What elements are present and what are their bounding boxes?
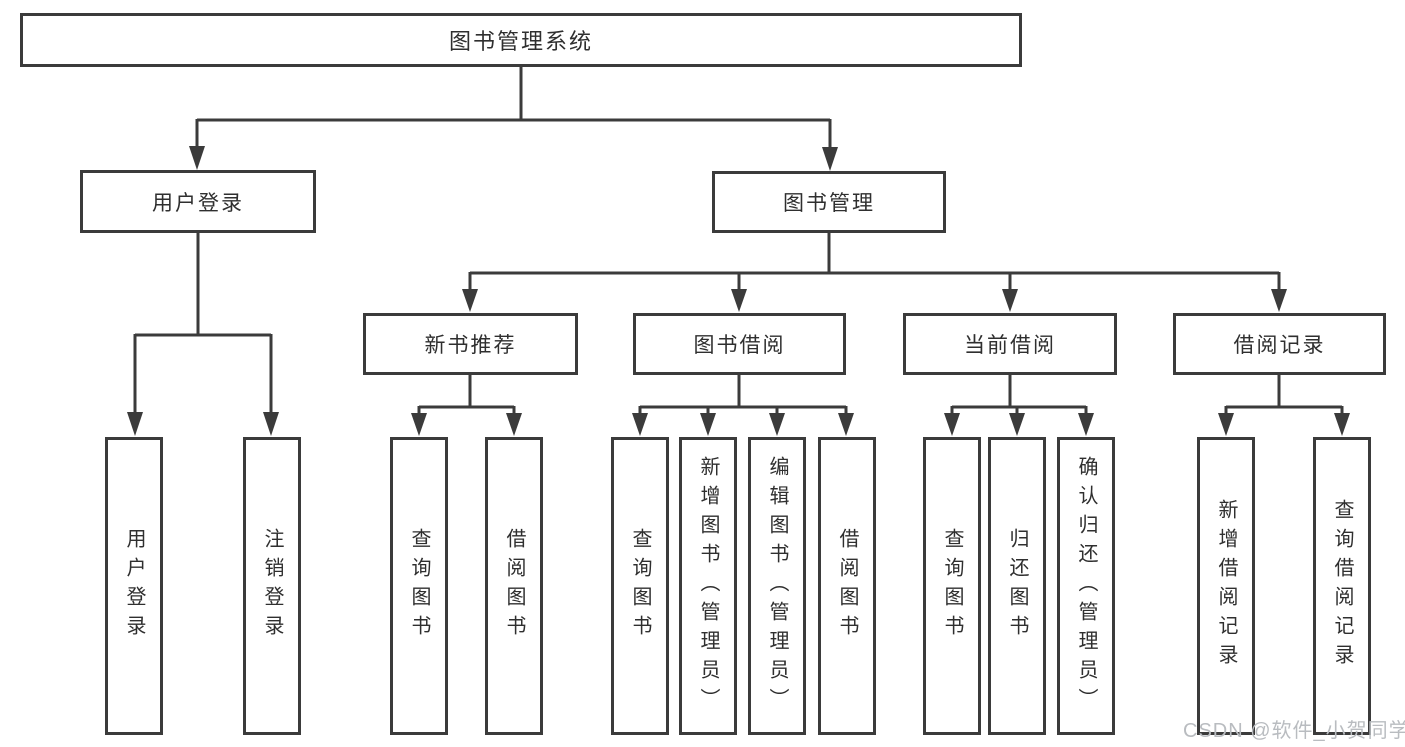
node-current-borrow-label: 当前借阅 [964,334,1056,357]
leaf-add-borrow-record-label: 新增借阅记录 [1215,499,1237,673]
leaf-query-books-current-label: 查询图书 [941,528,963,644]
leaf-query-books-recommend: 查询图书 [390,437,448,735]
connector-user-login-children [133,233,273,418]
leaf-return-books-label: 归还图书 [1006,528,1028,644]
leaf-logout-label: 注销登录 [261,528,283,644]
leaf-user-login: 用户登录 [105,437,163,735]
connector-root-to-level2 [195,67,832,150]
node-book-borrow-label: 图书借阅 [693,334,786,357]
connector-new-book-children [417,375,516,419]
leaf-borrow-books-label: 借阅图书 [836,528,858,644]
connector-book-borrow-children [638,375,848,419]
arrow-down-icon [189,146,205,170]
node-new-book-recommend-label: 新书推荐 [424,334,517,357]
leaf-confirm-return-admin: 确认归还（管理员） [1057,437,1115,735]
node-new-book-recommend: 新书推荐 [363,313,578,375]
connector-current-borrow-children [950,375,1088,419]
node-user-login-label: 用户登录 [152,191,244,215]
arrow-down-icon [263,412,279,436]
arrow-down-icon [506,413,522,436]
node-book-management: 图书管理 [712,171,946,233]
arrow-down-icon [1218,413,1234,436]
arrow-down-icon [769,413,785,436]
leaf-borrow-books-recommend-label: 借阅图书 [503,528,525,644]
arrow-down-icon [1002,289,1018,312]
leaf-query-books-recommend-label: 查询图书 [408,528,430,644]
leaf-user-login-label: 用户登录 [123,528,145,644]
leaf-confirm-return-admin-label: 确认归还（管理员） [1075,455,1097,717]
leaf-add-books-admin: 新增图书（管理员） [679,437,737,735]
leaf-add-borrow-record: 新增借阅记录 [1197,437,1255,735]
node-root-label: 图书管理系统 [448,29,593,54]
arrow-down-icon [838,413,854,436]
leaf-query-borrow-record: 查询借阅记录 [1313,437,1371,735]
arrowheads [127,146,1350,436]
leaf-logout: 注销登录 [243,437,301,735]
arrow-down-icon [822,147,838,171]
arrow-down-icon [411,413,427,436]
arrow-down-icon [127,412,143,436]
node-borrow-records-label: 借阅记录 [1233,334,1326,357]
leaf-return-books: 归还图书 [988,437,1046,735]
leaf-query-books-borrow-label: 查询图书 [629,528,651,644]
node-book-management-label: 图书管理 [783,192,875,215]
arrow-down-icon [1078,413,1094,436]
arrow-down-icon [731,289,747,312]
node-user-login: 用户登录 [80,170,316,233]
arrow-down-icon [632,413,648,436]
arrow-down-icon [1271,289,1287,312]
arrow-down-icon [944,413,960,436]
leaf-query-borrow-record-label: 查询借阅记录 [1331,499,1353,673]
leaf-add-books-admin-label: 新增图书（管理员） [697,455,719,717]
connector-borrow-records-children [1224,375,1344,419]
arrow-down-icon [700,413,716,436]
leaf-edit-books-admin: 编辑图书（管理员） [748,437,806,735]
leaf-query-books-current: 查询图书 [923,437,981,735]
node-borrow-records: 借阅记录 [1173,313,1386,375]
node-root: 图书管理系统 [20,13,1022,67]
node-current-borrow: 当前借阅 [903,313,1117,375]
connector-book-mgmt-children [468,233,1281,294]
node-book-borrow: 图书借阅 [633,313,846,375]
leaf-borrow-books: 借阅图书 [818,437,876,735]
leaf-query-books-borrow: 查询图书 [611,437,669,735]
watermark: CSDN @软件_小贺同学 [1183,720,1405,742]
arrow-down-icon [462,289,478,312]
arrow-down-icon [1334,413,1350,436]
arrow-down-icon [1009,413,1025,436]
leaf-borrow-books-recommend: 借阅图书 [485,437,543,735]
leaf-edit-books-admin-label: 编辑图书（管理员） [766,455,788,717]
